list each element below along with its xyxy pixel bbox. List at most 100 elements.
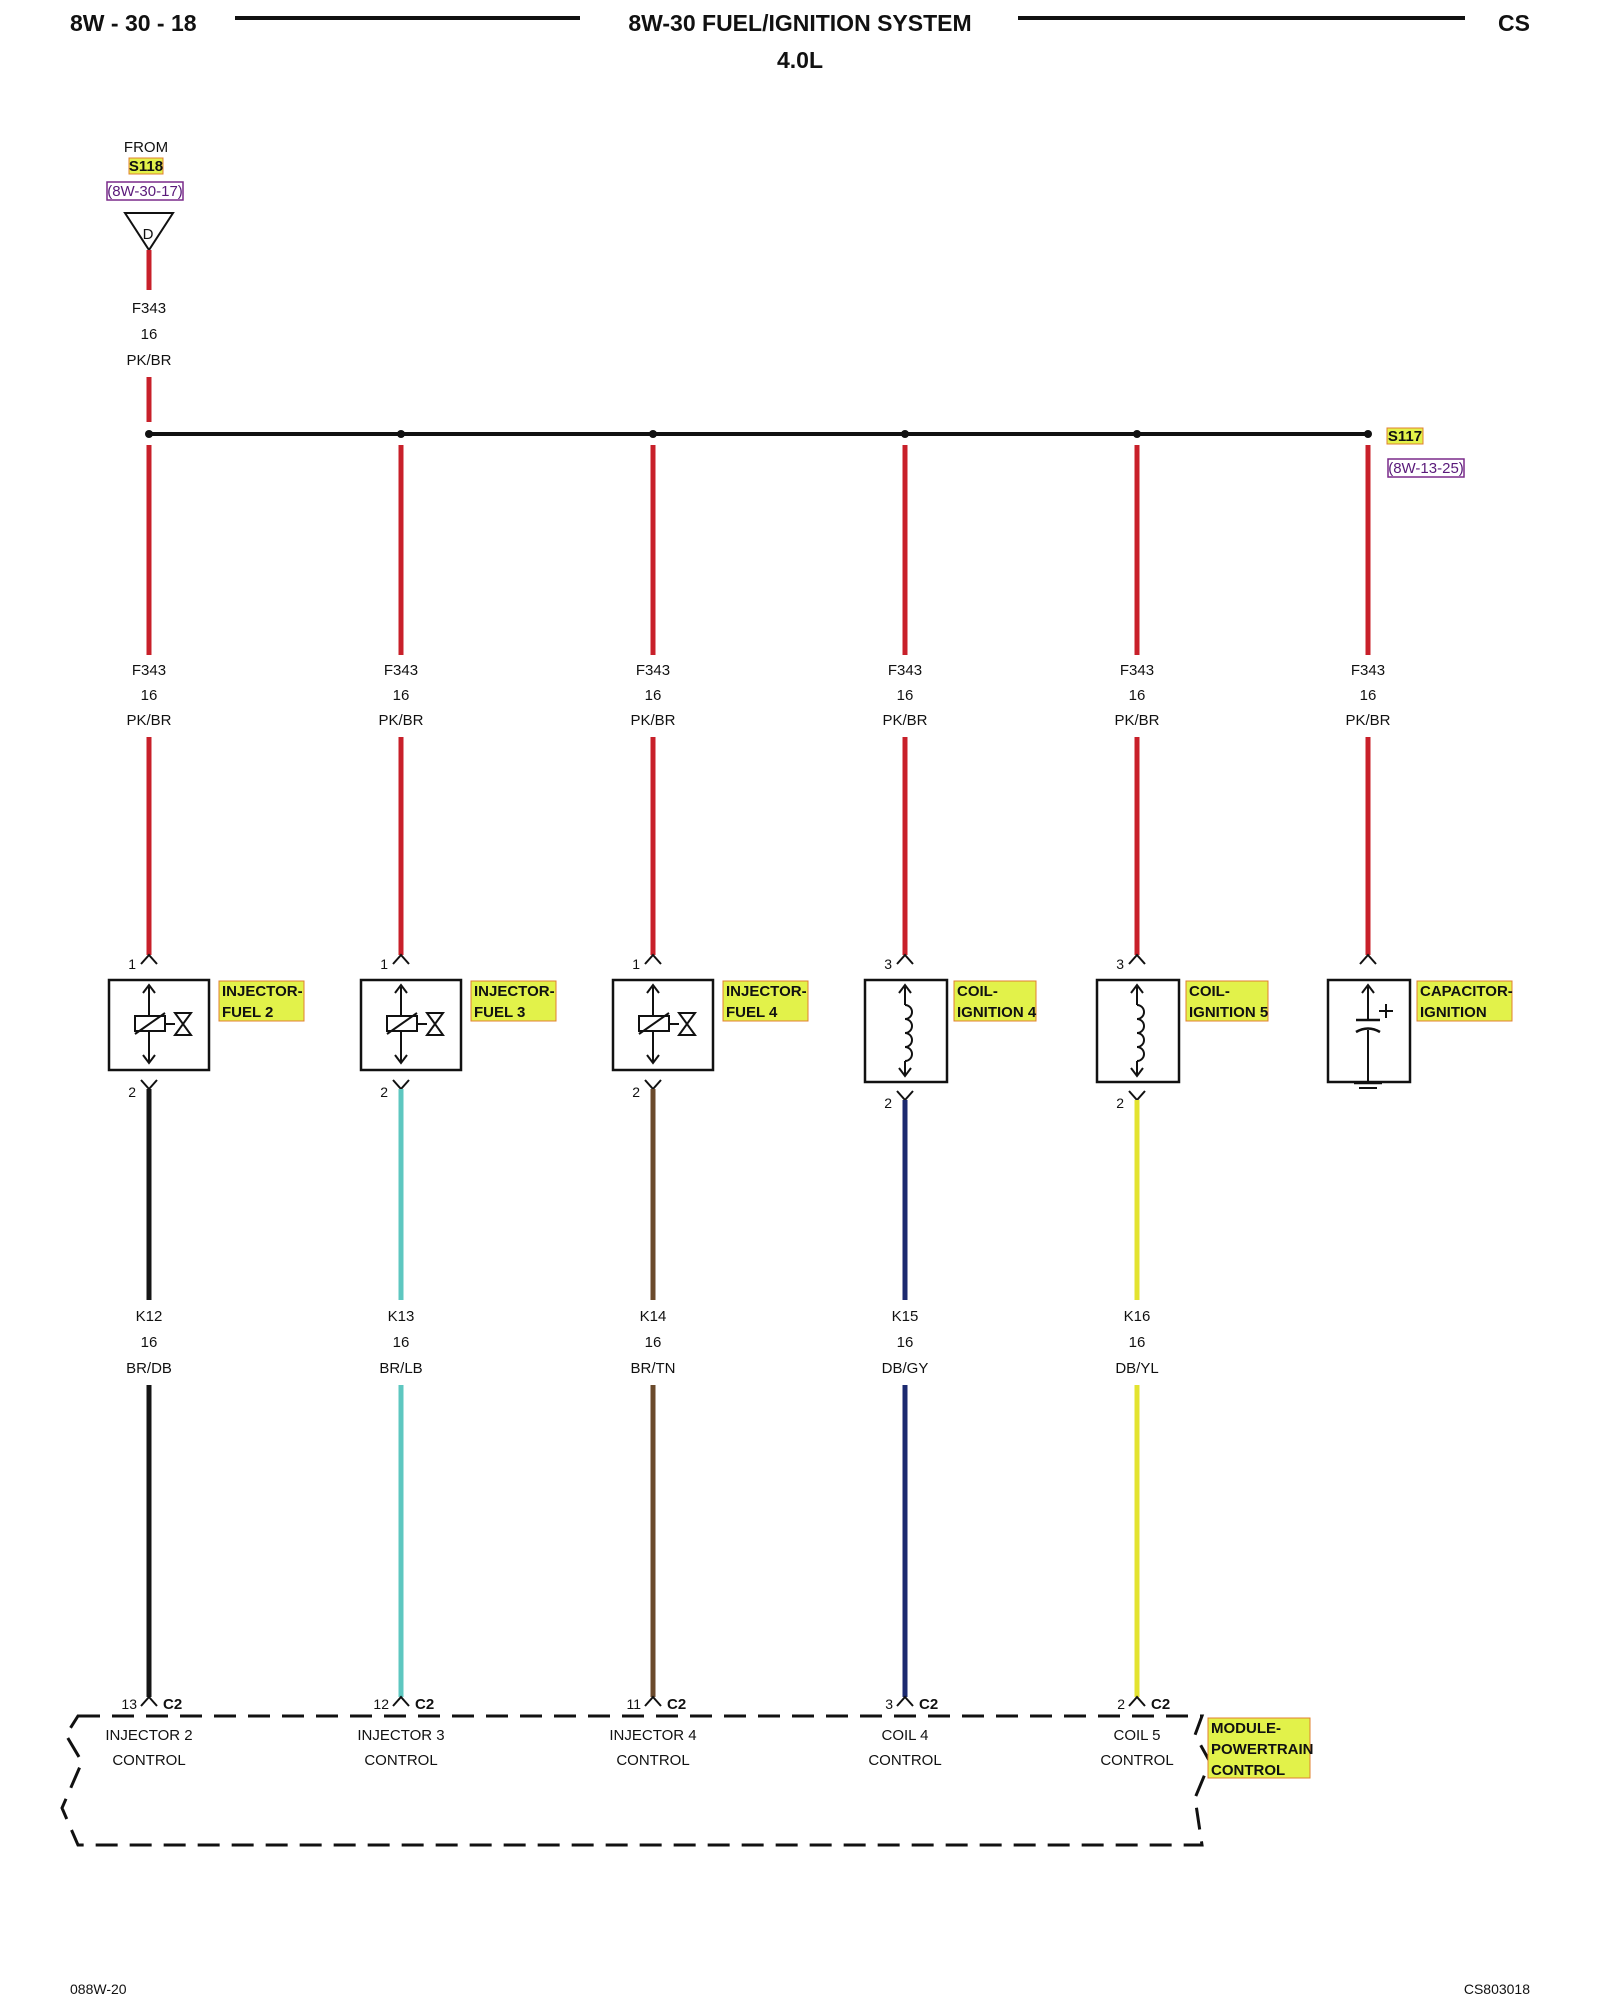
source-ref-link[interactable]: (8W-30-17) [107,183,183,200]
component-label-line-2: FUEL 3 [474,1004,525,1021]
pcm-pin-connector [1128,1695,1146,1707]
capacitor-arrow-up [1361,983,1375,994]
output-circuit: K15 [892,1308,919,1325]
pin-bottom-number: 2 [632,1084,640,1100]
pin-top-number: 1 [380,956,388,972]
pcm-function-line-1: COIL 5 [1114,1727,1161,1744]
capacitor-plate-bottom [1355,1027,1381,1034]
pin-bottom-connector [392,1079,410,1091]
bus-node [145,430,153,438]
branch-column-3: F343 16 PK/BR 1 INJECTOR- FUEL 4 2 K14 1… [609,430,809,1769]
feed-circuit: F343 [384,662,418,679]
branch-column-2: F343 16 PK/BR 1 INJECTOR- FUEL 3 2 K13 1… [357,430,557,1769]
output-circuit: K12 [136,1308,163,1325]
page-header: 8W - 30 - 18 8W-30 FUEL/IGNITION SYSTEM … [70,10,1530,73]
source-ref-box[interactable] [106,181,184,201]
feed-color: PK/BR [630,712,675,729]
bus-node [1133,430,1141,438]
feed-circuit: F343 [888,662,922,679]
component-label-line-1: INJECTOR- [222,983,303,1000]
valve-icon [425,1012,445,1036]
output-color: BR/LB [379,1360,422,1377]
pcm-pin-number: 12 [373,1696,389,1712]
component-label-line-2: FUEL 2 [222,1004,273,1021]
pcm-pin-number: 11 [626,1696,641,1712]
pcm-function-line-1: INJECTOR 4 [609,1727,696,1744]
injector-arrow-down [394,1054,408,1065]
source-wire-circuit: F343 [132,300,166,317]
pin-top-connector [644,953,662,965]
splice-s117-label: S117 [1388,428,1422,445]
solenoid-slash [386,1012,418,1035]
coil-arrow-up [898,983,912,994]
valve-icon [173,1012,193,1036]
pin-bottom-connector [140,1079,158,1091]
bus-node [1364,430,1372,438]
pin-top-connector [392,953,410,965]
solenoid-slash [134,1012,166,1035]
pcm-function-line-2: CONTROL [1100,1752,1173,1769]
powertrain-control-module: MODULE- POWERTRAIN CONTROL [60,1714,1314,1847]
module-dashed-outline [60,1714,1212,1847]
pcm-pin-number: 13 [121,1696,137,1712]
pcm-function-line-1: COIL 4 [882,1727,929,1744]
module-label-line-1: MODULE- [1211,1720,1281,1737]
injector-arrow-up [142,983,156,994]
feed-color: PK/BR [1114,712,1159,729]
feed-circuit: F343 [1120,662,1154,679]
feed-color: PK/BR [882,712,927,729]
output-color: BR/TN [631,1360,676,1377]
pcm-function-line-2: CONTROL [868,1752,941,1769]
injector-arrow-down [646,1054,660,1065]
module-label-line-2: POWERTRAIN [1211,1741,1314,1758]
feed-circuit: F343 [636,662,670,679]
pin-top-number: 3 [1116,956,1124,972]
pin-bottom-connector [644,1079,662,1091]
feed-gauge: 16 [141,687,158,704]
component-label-highlight [1416,980,1513,1022]
pcm-connector-id: C2 [163,1696,182,1713]
output-circuit: K14 [640,1308,667,1325]
s117-ref-box[interactable] [1387,458,1465,478]
feed-circuit: F343 [132,662,166,679]
component-label-highlight [722,980,809,1022]
branch-column-1: F343 16 PK/BR 1 INJECTOR- FUEL 2 2 K12 1… [105,430,305,1769]
s117-ref-link[interactable]: (8W-13-25) [1388,460,1464,477]
feed-gauge: 16 [1129,687,1146,704]
source-feed: FROM S118 (8W-30-17) D F343 16 PK/BR [106,139,184,422]
fuel-injector-4-symbol [611,978,715,1072]
pcm-function-line-2: CONTROL [112,1752,185,1769]
branch-column-6: F343 16 PK/BR CAPACITOR- IGNITION [1326,430,1513,1089]
bus-node [649,430,657,438]
component-label-line-1: CAPACITOR- [1420,983,1513,1000]
output-color: DB/YL [1115,1360,1158,1377]
footer-right-code: CS803018 [1464,1981,1530,1997]
output-gauge: 16 [645,1334,662,1351]
engine-subtitle: 4.0L [777,47,823,73]
component-label-line-1: INJECTOR- [726,983,807,1000]
pcm-connector-id: C2 [667,1696,686,1713]
output-gauge: 16 [897,1334,914,1351]
output-color: DB/GY [882,1360,929,1377]
component-label-highlight [953,980,1037,1022]
coil-winding-icon [1136,1004,1145,1062]
pcm-pin-number: 2 [1117,1696,1125,1712]
pcm-pin-number: 3 [885,1696,893,1712]
output-circuit: K13 [388,1308,415,1325]
component-label-highlight [1185,980,1269,1022]
pin-top-connector [140,953,158,965]
pin-bottom-number: 2 [128,1084,136,1100]
pin-bottom-number: 2 [380,1084,388,1100]
pin-top-number: 1 [632,956,640,972]
source-wire-gauge: 16 [141,326,158,343]
solenoid-slash [638,1012,670,1035]
splice-s117-highlight [1386,427,1424,445]
injector-arrow-up [646,983,660,994]
pcm-connector-id: C2 [919,1696,938,1713]
component-label-line-1: COIL- [957,983,998,1000]
injector-arrow-up [394,983,408,994]
pcm-pin-connector [392,1695,410,1707]
pin-bottom-number: 2 [1116,1095,1124,1111]
